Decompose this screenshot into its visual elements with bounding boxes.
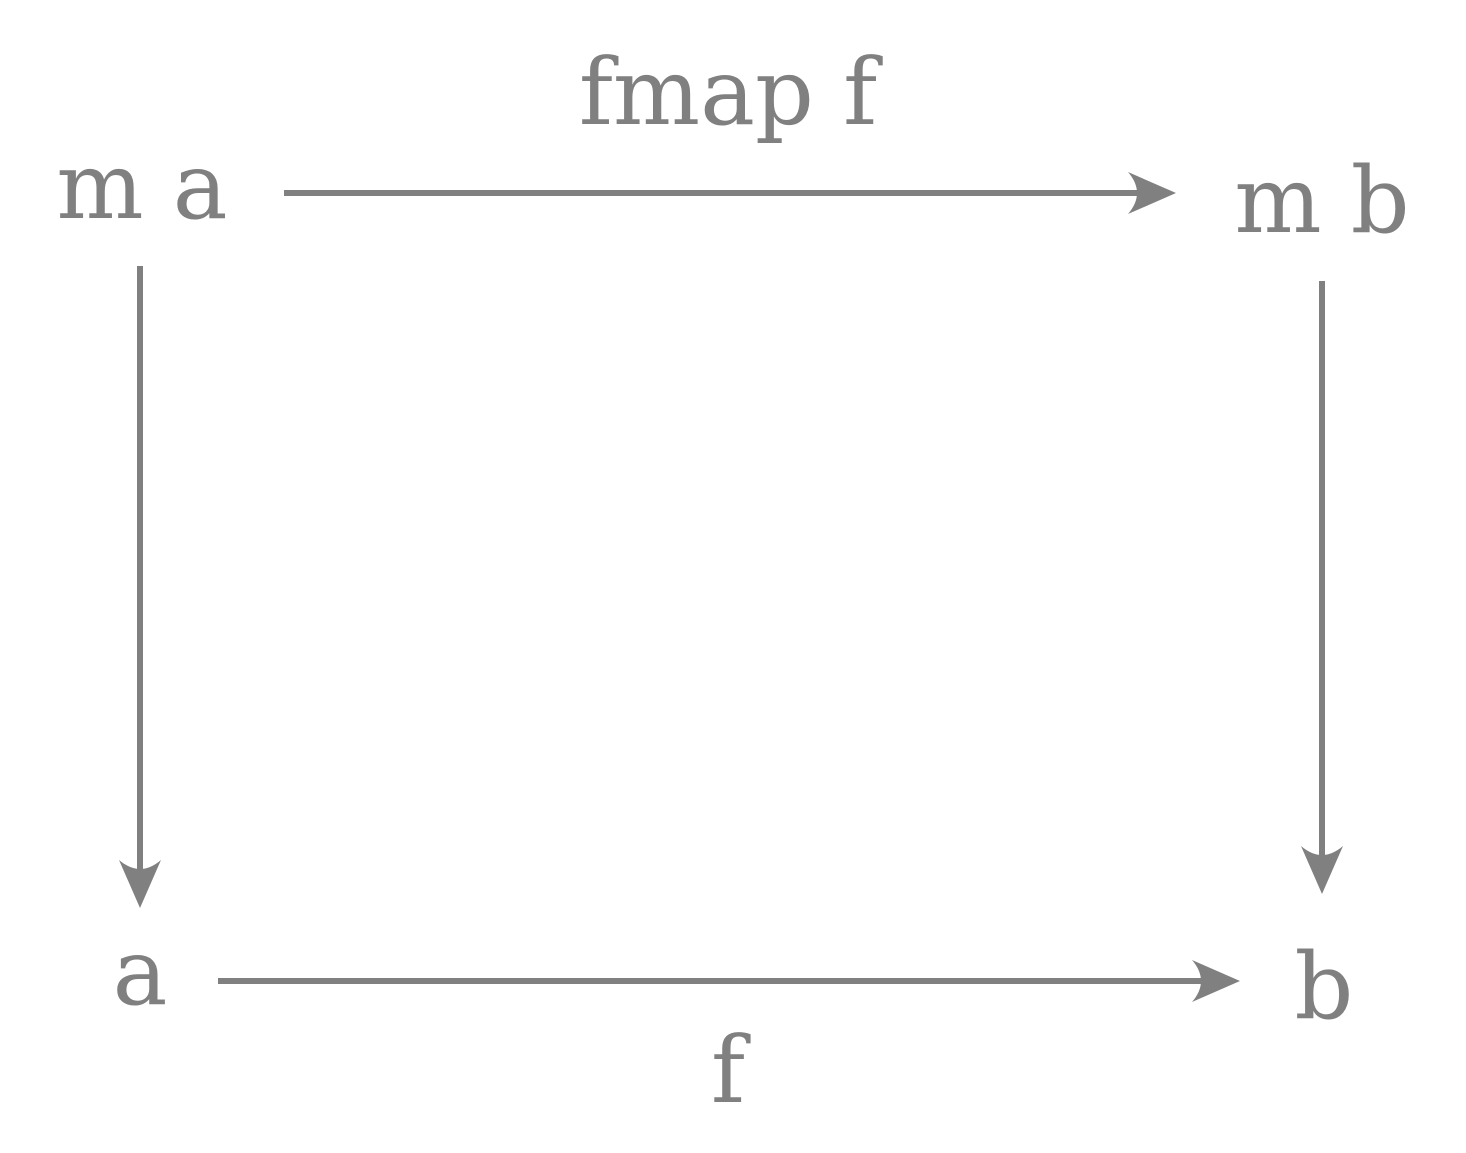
arrowhead-right <box>1301 846 1343 894</box>
arrow-top <box>284 172 1176 214</box>
arrowhead-bottom <box>1192 960 1240 1002</box>
edge-label-fmap-f: fmap f <box>579 39 883 146</box>
arrow-left <box>119 266 161 908</box>
node-b: b <box>1295 933 1354 1040</box>
arrow-bottom <box>218 960 1240 1002</box>
node-m-a: m a <box>56 133 227 240</box>
arrowhead-left <box>119 860 161 908</box>
edge-label-f: f <box>711 1017 751 1124</box>
arrowhead-top <box>1128 172 1176 214</box>
arrow-right <box>1301 281 1343 894</box>
node-a: a <box>113 919 168 1026</box>
node-m-b: m b <box>1234 147 1409 254</box>
